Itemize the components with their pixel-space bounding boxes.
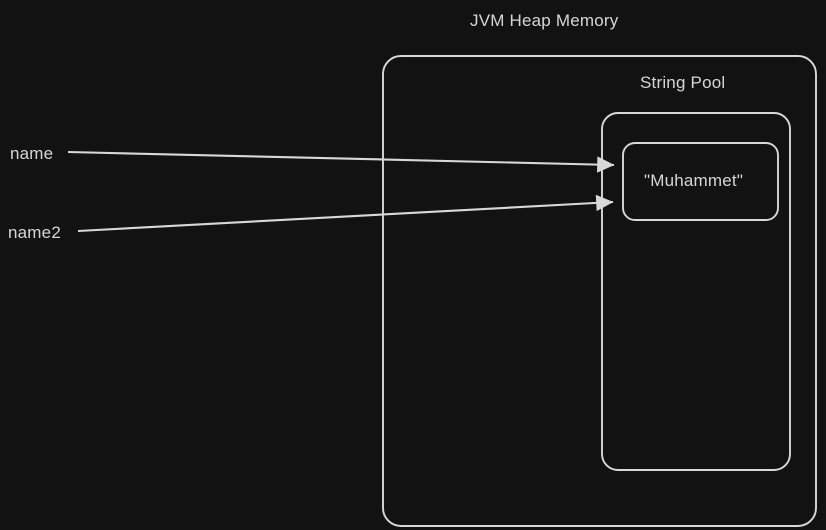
string-pool-title: String Pool [640, 73, 726, 92]
variable-label-name: name [10, 144, 54, 163]
variable-label-name2: name2 [8, 223, 61, 242]
string-literal-value: "Muhammet" [644, 171, 744, 190]
string-literal-box [622, 142, 779, 221]
reference-arrow-name2 [77, 194, 614, 233]
reference-arrow-name [67, 150, 615, 173]
jvm-heap-title: JVM Heap Memory [470, 11, 619, 30]
string-pool-box [601, 112, 791, 471]
jvm-heap-box [382, 55, 817, 527]
